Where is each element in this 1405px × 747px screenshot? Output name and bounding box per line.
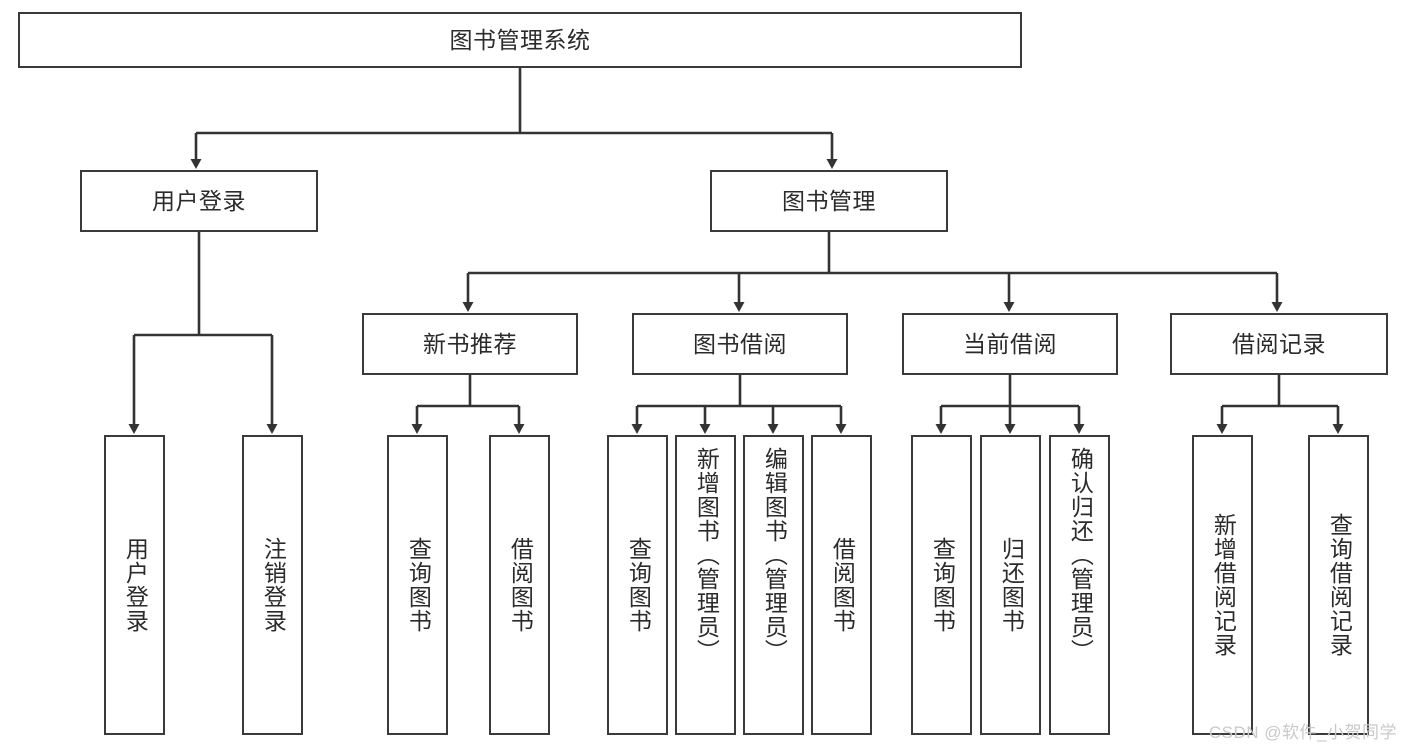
leaf-query-borrow-record[interactable]: 查询借阅记录 (1308, 435, 1369, 735)
csdn-watermark: CSDN @软件_小贺同学 (1208, 723, 1397, 742)
node-label: 新增图书（管理员） (693, 447, 720, 663)
leaf-query-book-borrow[interactable]: 查询图书 (607, 435, 668, 735)
node-label: 归还图书 (998, 537, 1025, 633)
node-label: 用户登录 (122, 537, 149, 633)
node-root-system[interactable]: 图书管理系统 (18, 12, 1022, 68)
node-label: 图书管理 (782, 187, 876, 214)
node-borrow-record[interactable]: 借阅记录 (1170, 313, 1388, 375)
node-label: 确认归还（管理员） (1067, 447, 1094, 663)
leaf-add-borrow-record[interactable]: 新增借阅记录 (1192, 435, 1253, 735)
leaf-add-book[interactable]: 新增图书（管理员） (675, 435, 736, 735)
leaf-borrow-book[interactable]: 借阅图书 (811, 435, 872, 735)
node-label: 查询图书 (625, 537, 652, 633)
leaf-logout[interactable]: 注销登录 (242, 435, 303, 735)
node-label: 用户登录 (152, 187, 246, 214)
node-label: 编辑图书（管理员） (761, 447, 788, 663)
node-label: 借阅图书 (507, 537, 534, 633)
leaf-query-book-recommend[interactable]: 查询图书 (387, 435, 448, 735)
node-current-borrow[interactable]: 当前借阅 (902, 313, 1118, 375)
node-new-book-recommend[interactable]: 新书推荐 (362, 313, 578, 375)
node-label: 查询借阅记录 (1326, 513, 1353, 657)
node-label: 查询图书 (929, 537, 956, 633)
node-label: 图书管理系统 (449, 26, 591, 53)
node-label: 注销登录 (260, 537, 287, 633)
leaf-borrow-book-recommend[interactable]: 借阅图书 (489, 435, 550, 735)
leaf-user-login[interactable]: 用户登录 (104, 435, 165, 735)
node-user-login[interactable]: 用户登录 (80, 170, 318, 232)
node-label: 当前借阅 (963, 330, 1057, 357)
leaf-return-book[interactable]: 归还图书 (980, 435, 1041, 735)
node-label: 查询图书 (405, 537, 432, 633)
node-label: 借阅图书 (829, 537, 856, 633)
node-label: 图书借阅 (693, 330, 787, 357)
leaf-edit-book[interactable]: 编辑图书（管理员） (743, 435, 804, 735)
node-book-borrow[interactable]: 图书借阅 (632, 313, 848, 375)
leaf-query-book-current[interactable]: 查询图书 (911, 435, 972, 735)
leaf-confirm-return[interactable]: 确认归还（管理员） (1049, 435, 1110, 735)
node-book-management[interactable]: 图书管理 (710, 170, 948, 232)
node-label: 新书推荐 (423, 330, 517, 357)
node-label: 借阅记录 (1232, 330, 1326, 357)
node-label: 新增借阅记录 (1210, 513, 1237, 657)
